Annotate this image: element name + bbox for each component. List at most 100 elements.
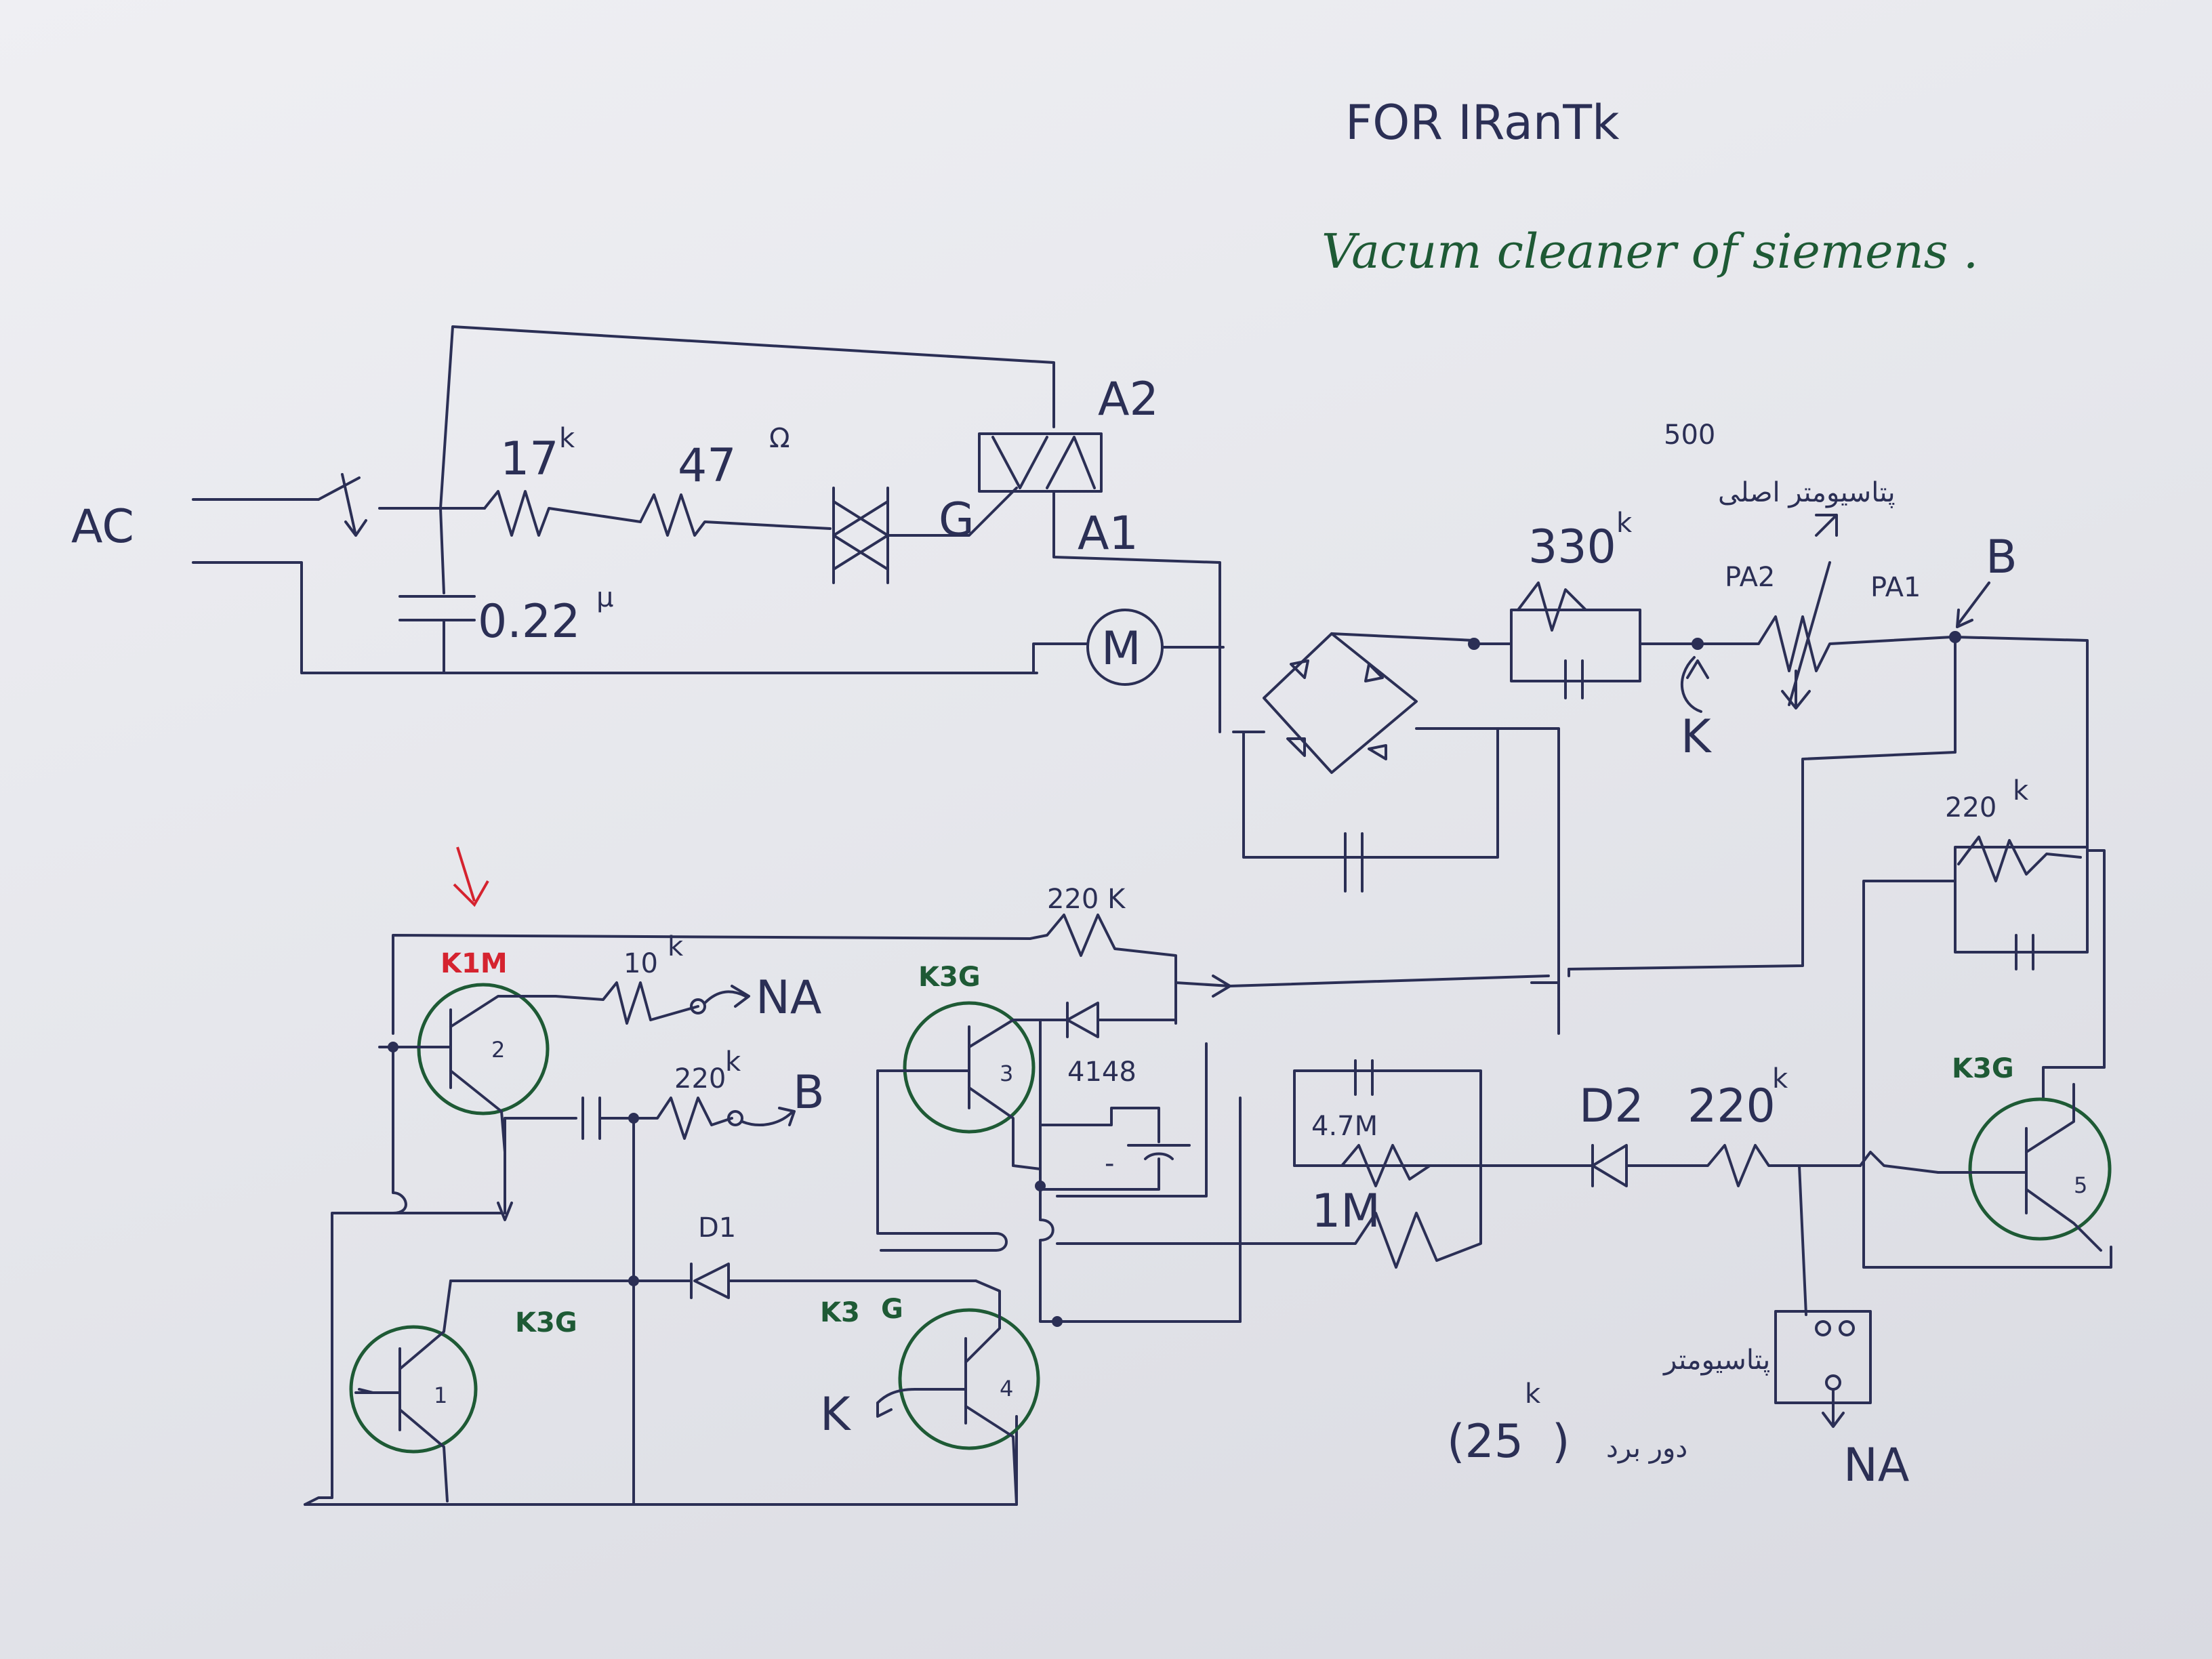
r1m-label: 1M	[1311, 1185, 1380, 1238]
pot25-note-1: پتاسیومتر	[1662, 1345, 1770, 1376]
r220k-top-label: 220 K	[1047, 884, 1126, 915]
svg-text:k: k	[2013, 775, 2029, 806]
title-line-1: FOR IRanTk	[1345, 95, 1620, 150]
na2-label: NA	[1843, 1439, 1909, 1492]
q4-stage: 4 K3 G K	[820, 1279, 1040, 1506]
svg-text:3: 3	[1000, 1061, 1013, 1086]
q3-type-label: K3G	[918, 962, 981, 993]
b-arrow-icon	[741, 1107, 796, 1126]
transistor-q2-marker	[417, 983, 550, 1115]
node-k-label: K	[1681, 710, 1713, 764]
switch-arrow-icon	[341, 473, 367, 537]
middle-network: 4.7M D2 220 k 1M NA (25 k ) پتاسیومتر دو…	[1056, 727, 1940, 1492]
resistor-330k	[1517, 581, 1614, 632]
node-b-arrow-icon	[1956, 581, 1990, 628]
r4-7m-label: 4.7M	[1311, 1111, 1378, 1142]
ac-input: AC	[71, 473, 1038, 674]
transistor-q5-marker	[1968, 1097, 2112, 1241]
pa1-label: PA1	[1870, 572, 1921, 603]
pot25-note-2: دور برد	[1606, 1433, 1687, 1464]
q4-type-label: K3	[820, 1297, 860, 1328]
r10k-label: 10	[623, 948, 658, 979]
r220k-right-label: 220	[1945, 792, 1996, 823]
svg-text:Ω: Ω	[769, 423, 790, 454]
svg-text:k: k	[1525, 1378, 1541, 1410]
motor-label: M	[1101, 622, 1141, 676]
a2-label: A2	[1098, 373, 1159, 426]
svg-text:1: 1	[434, 1382, 447, 1408]
svg-text:k: k	[559, 423, 575, 454]
switch-blade	[317, 476, 361, 501]
triac: A2 A1	[978, 373, 1221, 733]
svg-text:4: 4	[1000, 1376, 1013, 1401]
red-arrow-icon	[453, 846, 489, 907]
svg-text:k: k	[1616, 508, 1633, 539]
note-arrow-icon	[1815, 514, 1838, 537]
b2-label: B	[793, 1066, 825, 1120]
motor: M	[1032, 609, 1225, 686]
diode-d2	[1591, 1144, 1628, 1187]
r17k-label: 17	[500, 432, 559, 486]
pot25-value: (25	[1447, 1415, 1523, 1469]
diode-d1	[690, 1263, 730, 1299]
d2-label: D2	[1579, 1080, 1644, 1133]
svg-text:5: 5	[2074, 1172, 2087, 1198]
svg-text:k: k	[1772, 1063, 1788, 1094]
svg-text:k: k	[725, 1046, 741, 1078]
svg-text:2: 2	[491, 1037, 505, 1063]
transistor-q4-marker	[898, 1308, 1040, 1450]
k-input-arrow-icon	[876, 1388, 916, 1418]
r220k-d2-label: 220	[1687, 1080, 1776, 1133]
right-timing-network: 220 k K3G 5	[1862, 775, 2112, 1269]
gate-label: G	[939, 493, 975, 547]
speed-control-network: 330 k K PA2 PA1 500 پتاسیومتر اصلی B	[1468, 419, 2106, 1099]
k1m-label: K1M	[441, 948, 508, 979]
left-control-network: K1M 220 K 2 10 k NA 220 k B 1	[304, 846, 1550, 1506]
na-arrow-1-icon	[703, 985, 750, 1008]
svg-text:): )	[1552, 1415, 1570, 1469]
ac-label: AC	[71, 500, 134, 554]
svg-text:G: G	[881, 1294, 903, 1325]
title-line-2: Vacum cleaner of siemens .	[1322, 224, 1978, 279]
filter-capacitor	[1344, 832, 1364, 893]
q1-type-label: K3G	[515, 1307, 577, 1338]
node-b-label: B	[1986, 531, 2018, 584]
a1-label: A1	[1078, 507, 1139, 560]
pa2-label: PA2	[1725, 562, 1775, 593]
pot500-value: 500	[1664, 419, 1715, 451]
svg-text:μ: μ	[596, 582, 613, 613]
svg-text:k: k	[668, 931, 684, 962]
cap022-label: 0.22	[478, 595, 580, 649]
na-arrow-icon	[1822, 1388, 1845, 1428]
diac	[832, 487, 889, 584]
top-wire	[439, 325, 1055, 510]
q5-type-label: K3G	[1952, 1053, 2014, 1084]
pot500-note: پتاسیومتر اصلی	[1718, 477, 1896, 508]
bridge-rectifier	[1232, 632, 1499, 893]
capacitor-q2-output	[581, 1097, 601, 1140]
potentiometer-500k	[1696, 615, 1953, 672]
capacitor-4-7m-parallel	[1354, 1059, 1374, 1096]
cap-minus-label: -	[1105, 1148, 1114, 1179]
transistor-q3-marker	[903, 1001, 1036, 1134]
capacitor-330k-parallel	[1564, 659, 1584, 699]
na1-label: NA	[756, 971, 821, 1025]
capacitor-220k-parallel	[2015, 934, 2034, 970]
trigger-network: 17 k 47 Ω 0.22 μ G	[398, 325, 1055, 674]
resistor-47ohm	[639, 493, 832, 537]
resistor-17k	[483, 490, 642, 537]
diode-4148	[1036, 1002, 1099, 1038]
resistor-220k-right	[1957, 836, 2082, 882]
k-in-label: K	[820, 1388, 852, 1441]
capacitor-0-22u	[398, 595, 476, 621]
q3-stage: 3 K3G 4148 -	[876, 962, 1242, 1327]
r330k-label: 330	[1528, 520, 1616, 574]
d4148-label: 4148	[1067, 1057, 1136, 1088]
pot-variable-arrow	[1788, 561, 1831, 706]
potentiometer-25k	[1774, 1310, 1872, 1404]
r220k-mid-label: 220	[674, 1063, 726, 1094]
resistor-4-7m	[1293, 1144, 1482, 1187]
r47-label: 47	[678, 439, 737, 493]
